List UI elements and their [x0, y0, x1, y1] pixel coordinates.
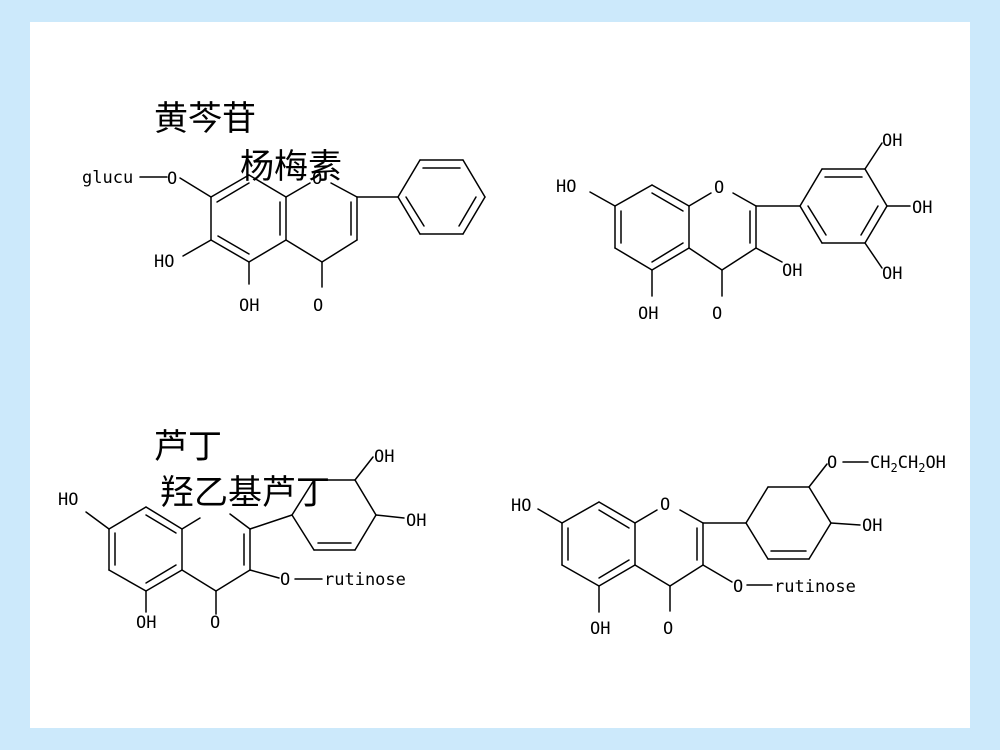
label-o-rut: O [733, 577, 743, 597]
label-o-keto: O [712, 304, 722, 324]
label-rutinose: rutinose [324, 570, 406, 590]
label-o-keto: O [210, 613, 220, 633]
label-oh-top: OH [374, 447, 394, 467]
label-glucu: glucu [82, 168, 133, 188]
title-rutin: 芦丁 [154, 427, 222, 467]
label-ho: HO [154, 252, 174, 272]
label-o-ring: O [714, 178, 724, 198]
label-ho: HO [58, 490, 78, 510]
label-o-rut: O [280, 570, 290, 590]
structures-canvas: glucu O O HO OH O [58, 131, 946, 639]
label-o-link: O [167, 169, 177, 189]
label-ho: HO [556, 177, 576, 197]
label-ho: HO [511, 496, 531, 516]
bonds-baicalin [139, 159, 486, 288]
label-oh-mid: OH [406, 511, 426, 531]
label-oh-4: OH [862, 516, 882, 536]
label-rutinose: rutinose [774, 577, 856, 597]
slide-panel: 黄芩苷 杨梅素 芦丁 羟乙基芦丁 [30, 22, 970, 728]
label-ch2a: CH2CH2OH [870, 453, 946, 475]
bonds-myricetin [589, 142, 911, 297]
label-o-keto: O [313, 296, 323, 316]
label-oh-bot: OH [882, 264, 902, 284]
structure-hydroxyethylrutin: HO O O CH2CH2OH OH O rutinose OH O [511, 453, 946, 639]
label-oh-5: OH [590, 619, 610, 639]
title-baicalin: 黄芩苷 [154, 99, 256, 139]
label-o-ether: O [827, 453, 837, 473]
label-oh-mid: OH [912, 198, 932, 218]
structure-myricetin: HO O OH OH OH OH OH O [556, 131, 932, 324]
label-o-keto: O [663, 619, 673, 639]
bonds-rutin [85, 456, 405, 615]
structure-baicalin: glucu O O HO OH O [82, 159, 486, 316]
label-oh-5: OH [638, 304, 658, 324]
label-oh-top: OH [882, 131, 902, 151]
structure-rutin: HO OH OH O rutinose OH O [58, 447, 426, 633]
label-oh: OH [239, 296, 259, 316]
label-o-ring: O [660, 495, 670, 515]
bonds-hydroxyethylrutin [537, 461, 869, 613]
title-myricetin: 杨梅素 [240, 147, 342, 187]
label-o-ring: O [312, 169, 322, 189]
label-oh-3: OH [782, 261, 802, 281]
label-oh-5: OH [136, 613, 156, 633]
title-hydroxyethylrutin: 羟乙基芦丁 [160, 473, 330, 513]
